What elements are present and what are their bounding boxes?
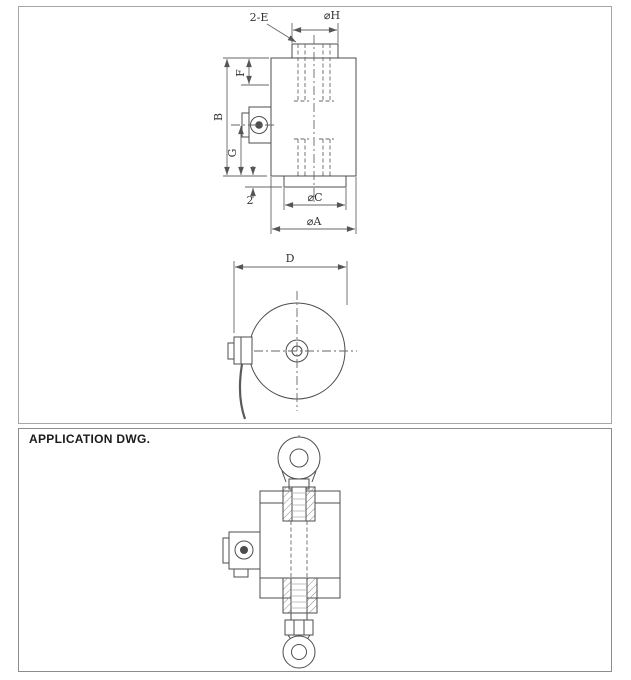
- bottom-eye-bore: [291, 644, 307, 660]
- bottom-shank: [290, 612, 308, 621]
- top-thread-lines: [293, 492, 305, 518]
- bottom-rod-end: [282, 612, 316, 669]
- application-panel-title: APPLICATION DWG.: [29, 432, 151, 446]
- connector-gland-app: [240, 546, 248, 554]
- cable-connector-front: [231, 106, 277, 144]
- bottom-thread-lines: [292, 583, 306, 609]
- top-adapter-bore: [291, 486, 307, 522]
- front-view: F B G 2 ⌀H 2-: [212, 9, 357, 234]
- top-rod-end: [277, 436, 321, 490]
- connector-housing-plan: [233, 336, 253, 365]
- cell-body-front: [270, 57, 357, 177]
- connector-cap-plan: [227, 342, 235, 360]
- connector-cap-app: [222, 537, 230, 564]
- leader-2e: [266, 23, 297, 43]
- cable-connector-plan: [227, 336, 253, 420]
- dim-label-dia-h: ⌀H: [324, 9, 340, 22]
- connector-gland-ring-app: [234, 540, 254, 560]
- dim-label-dia-c: ⌀C: [307, 191, 322, 204]
- top-eye-bore: [289, 448, 309, 468]
- dim-label-dia-a: ⌀A: [307, 215, 323, 228]
- top-eye-neck-left: [281, 470, 287, 483]
- cable: [238, 363, 247, 420]
- connector-tab: [233, 568, 249, 578]
- dim-label-d: D: [286, 252, 295, 265]
- dim-label-g: G: [226, 149, 239, 158]
- top-adapter-section: [282, 486, 316, 522]
- top-eye-outer: [277, 436, 321, 480]
- bottom-view: D: [227, 252, 357, 420]
- application-drawing-panel: APPLICATION DWG.: [18, 428, 612, 672]
- jam-nut: [284, 619, 314, 636]
- bottom-adapter-section: [282, 577, 318, 614]
- internal-bore-hidden-lines: [290, 521, 308, 578]
- dimension-drawing-panel: F B G 2 ⌀H 2-: [18, 6, 612, 424]
- top-eye-neck-right: [311, 470, 317, 483]
- cable-connector-application: [222, 531, 261, 578]
- dim-label-2: 2: [247, 194, 254, 207]
- dim-label-2e: 2-E: [250, 11, 269, 24]
- dim-label-b: B: [212, 113, 225, 121]
- dim-label-f: F: [234, 69, 247, 77]
- front-view-dimensions: F B G 2 ⌀H 2-: [212, 9, 357, 234]
- connector-gland: [255, 121, 263, 129]
- top-boss: [291, 43, 339, 59]
- base-flange: [283, 175, 347, 188]
- dimension-drawing: F B G 2 ⌀H 2-: [212, 9, 357, 420]
- bottom-eye-outer: [282, 635, 316, 669]
- application-drawing: [222, 435, 341, 669]
- threaded-hole-hidden-lines: [294, 44, 334, 176]
